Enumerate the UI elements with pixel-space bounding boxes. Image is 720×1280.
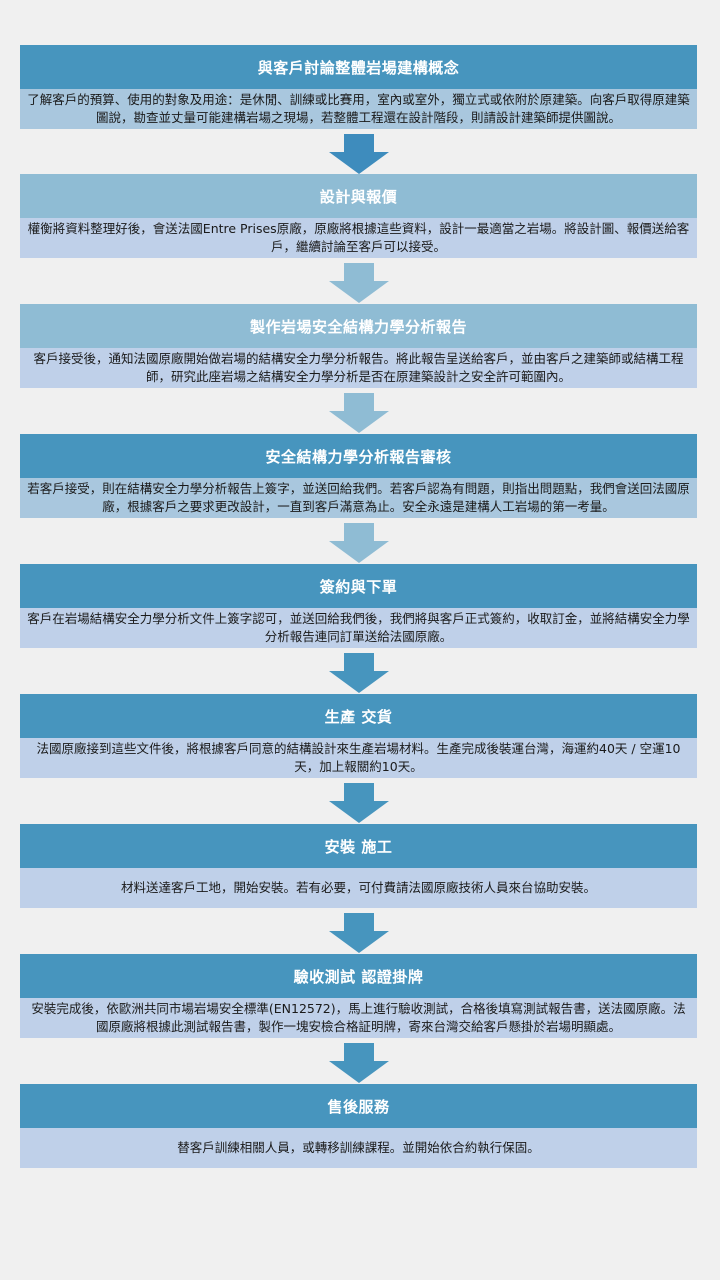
arrow-down-icon (329, 523, 389, 563)
step-5-description: 客戶在岩場結構安全力學分析文件上簽字認可，並送回給我們後，我們將與客戶正式簽約，… (20, 608, 697, 648)
step-8: 驗收測試 認證掛牌 安裝完成後，依歐洲共同市場岩場安全標準(EN12572)，馬… (20, 954, 697, 1038)
step-9-title: 售後服務 (20, 1084, 697, 1128)
step-2-description: 權衡將資料整理好後，會送法國Entre Prises原廠，原廠將根據這些資料，設… (20, 218, 697, 258)
step-5: 簽約與下單 客戶在岩場結構安全力學分析文件上簽字認可，並送回給我們後，我們將與客… (20, 564, 697, 648)
step-1-title: 與客戶討論整體岩場建構概念 (20, 45, 697, 89)
step-4-title: 安全結構力學分析報告審核 (20, 434, 697, 478)
step-7: 安裝 施工 材料送達客戶工地，開始安裝。若有必要，可付費請法國原廠技術人員來台協… (20, 824, 697, 908)
step-2: 設計與報價 權衡將資料整理好後，會送法國Entre Prises原廠，原廠將根據… (20, 174, 697, 258)
step-6: 生產 交貨 法國原廠接到這些文件後，將根據客戶同意的結構設計來生產岩場材料。生產… (20, 694, 697, 778)
step-1-description: 了解客戶的預算、使用的對象及用途：是休閒、訓練或比賽用，室內或室外，獨立式或依附… (20, 89, 697, 129)
arrow-down-icon (329, 393, 389, 433)
step-6-title: 生產 交貨 (20, 694, 697, 738)
step-4-description: 若客戶接受，則在結構安全力學分析報告上簽字，並送回給我們。若客戶認為有問題，則指… (20, 478, 697, 518)
step-3-description: 客戶接受後，通知法國原廠開始做岩場的結構安全力學分析報告。將此報告呈送給客戶，並… (20, 348, 697, 388)
step-1: 與客戶討論整體岩場建構概念 了解客戶的預算、使用的對象及用途：是休閒、訓練或比賽… (20, 45, 697, 129)
step-7-title: 安裝 施工 (20, 824, 697, 868)
step-3: 製作岩場安全結構力學分析報告 客戶接受後，通知法國原廠開始做岩場的結構安全力學分… (20, 304, 697, 388)
arrow-down-icon (329, 653, 389, 693)
step-6-description: 法國原廠接到這些文件後，將根據客戶同意的結構設計來生產岩場材料。生產完成後裝運台… (20, 738, 697, 778)
step-8-title: 驗收測試 認證掛牌 (20, 954, 697, 998)
step-8-description: 安裝完成後，依歐洲共同市場岩場安全標準(EN12572)，馬上進行驗收測試，合格… (20, 998, 697, 1038)
arrow-down-icon (329, 134, 389, 174)
step-5-title: 簽約與下單 (20, 564, 697, 608)
step-9-description: 替客戶訓練相關人員，或轉移訓練課程。並開始依合約執行保固。 (20, 1128, 697, 1168)
step-7-description: 材料送達客戶工地，開始安裝。若有必要，可付費請法國原廠技術人員來台協助安裝。 (20, 868, 697, 908)
arrow-down-icon (329, 783, 389, 823)
step-2-title: 設計與報價 (20, 174, 697, 218)
step-3-title: 製作岩場安全結構力學分析報告 (20, 304, 697, 348)
arrow-down-icon (329, 1043, 389, 1083)
step-4: 安全結構力學分析報告審核 若客戶接受，則在結構安全力學分析報告上簽字，並送回給我… (20, 434, 697, 518)
step-9: 售後服務 替客戶訓練相關人員，或轉移訓練課程。並開始依合約執行保固。 (20, 1084, 697, 1168)
arrow-down-icon (329, 263, 389, 303)
arrow-down-icon (329, 913, 389, 953)
